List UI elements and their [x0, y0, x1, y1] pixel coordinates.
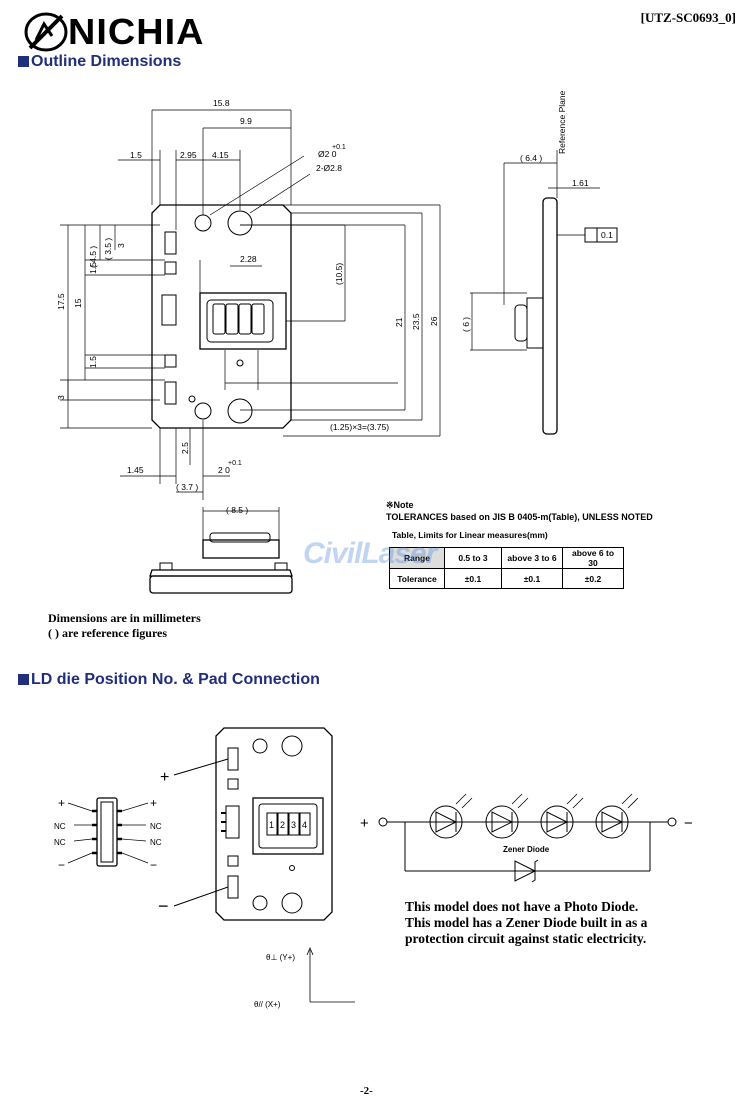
pin-nc-left-2: NC	[54, 838, 66, 847]
dim-21: 21	[394, 317, 404, 327]
table-cell: ±0.1	[444, 568, 502, 589]
tolerance-table: Range 0.5 to 3 above 3 to 6 above 6 to 3…	[389, 547, 624, 589]
dim-3-5: ( 3.5 )	[103, 238, 113, 260]
dim-flatness: 0.1	[601, 230, 613, 240]
dim-hole-2x: 2-Ø2.8	[316, 163, 342, 173]
nichia-logo: NICHIA	[22, 10, 232, 54]
dim-1-5: 1.5	[130, 150, 142, 160]
table-cell: Tolerance	[389, 568, 445, 589]
dim-1-45: 1.45	[127, 465, 144, 475]
pin-minus-left: −	[58, 858, 65, 872]
description-line-3: protection circuit against static electr…	[405, 931, 647, 946]
section-bullet-icon	[18, 56, 29, 67]
section-bullet-icon	[18, 674, 29, 685]
units-note: Dimensions are in millimeters	[48, 611, 201, 625]
pin-plus-left: +	[58, 796, 65, 810]
pad-connection-drawing: + − + NC NC − + NC NC − 1 2 3 4 + − Zene…	[54, 727, 693, 1009]
circuit-plus: +	[360, 815, 369, 832]
dim-hole-tol: +0.1	[332, 144, 346, 151]
die-number-1: 1	[269, 820, 274, 830]
axis-y-label: θ⊥ (Y+)	[266, 953, 295, 962]
reference-note: ( ) are reference figures	[48, 626, 168, 640]
pin-nc-right-1: NC	[150, 822, 162, 831]
logo-wordmark: NICHIA	[68, 11, 205, 52]
table-cell: ±0.1	[501, 568, 563, 589]
dim-2-95: 2.95	[180, 150, 197, 160]
dim-1-5-vert-2: 1.5	[88, 356, 98, 368]
nichia-logo-icon	[24, 12, 68, 52]
pin-plus-right: +	[150, 796, 157, 810]
table-header-cell: Range	[389, 547, 445, 569]
axis-x-label: θ// (X+)	[254, 1000, 281, 1009]
section-title-ld-die: LD die Position No. & Pad Connection	[18, 671, 320, 689]
dim-3-7: ( 3.7 )	[176, 482, 198, 492]
tolerance-note: TOLERANCES based on JIS B 0405-m(Table),…	[386, 512, 653, 522]
outline-drawing: 15.8 9.9 1.5 2.95 4.15 +0.1 Ø2 0 2-Ø2.8 …	[56, 90, 618, 594]
note-mark: ※Note	[386, 500, 414, 510]
dim-15-8: 15.8	[213, 98, 230, 108]
die-number-4: 4	[302, 820, 307, 830]
dim-15: 15	[73, 298, 83, 308]
pin-nc-right-2: NC	[150, 838, 162, 847]
table-caption: Table, Limits for Linear measures(mm)	[392, 530, 548, 540]
pin-nc-left-1: NC	[54, 822, 66, 831]
watermark: CivilLaser	[303, 537, 437, 570]
dim-4-5: ( 4.5 )	[88, 246, 98, 268]
dim-2-0-tol: +0.1	[228, 460, 242, 467]
dim-pitch: (1.25)×3=(3.75)	[330, 422, 389, 432]
dim-2-0: 2 0	[218, 465, 230, 475]
table-header-row: Range 0.5 to 3 above 3 to 6 above 6 to 3…	[389, 547, 624, 569]
description-line-1: This model does not have a Photo Diode.	[405, 899, 639, 914]
dim-1-61: 1.61	[572, 178, 589, 188]
dim-6: ( 6 )	[461, 317, 471, 332]
dim-6-4: ( 6.4 )	[520, 153, 542, 163]
reference-plane-label: Reference Plane	[557, 90, 567, 154]
dim-4-15: 4.15	[212, 150, 229, 160]
table-header-cell: 0.5 to 3	[444, 547, 502, 569]
table-cell: ±0.2	[562, 568, 624, 589]
dim-10-5: (10.5)	[334, 263, 344, 285]
table-header-cell: above 6 to 30	[562, 547, 624, 569]
dim-3-bottom: 3	[56, 395, 66, 400]
section-title-outline: Outline Dimensions	[18, 53, 181, 71]
dim-9-9: 9.9	[240, 116, 252, 126]
dim-hole-dia: Ø2 0	[318, 149, 337, 159]
document-id: [UTZ-SC0693_0]	[640, 10, 736, 25]
page-number: -2-	[360, 1085, 373, 1097]
dim-3: 3	[116, 243, 126, 248]
pin-minus-right: −	[150, 858, 157, 872]
zener-diode-label: Zener Diode	[503, 845, 550, 854]
die-number-3: 3	[291, 820, 296, 830]
description-line-2: This model has a Zener Diode built in as…	[405, 915, 648, 930]
table-header-cell: above 3 to 6	[501, 547, 563, 569]
dim-23-5: 23.5	[411, 313, 421, 330]
pad-plus-label: +	[160, 769, 169, 786]
die-number-2: 2	[280, 820, 285, 830]
dim-2-28: 2.28	[240, 254, 257, 264]
dim-26: 26	[429, 316, 439, 326]
circuit-minus: −	[684, 815, 693, 832]
dim-1-5-vert: 1.5	[88, 262, 98, 274]
table-row: Tolerance ±0.1 ±0.1 ±0.2	[389, 568, 624, 589]
dim-2-5: 2.5	[180, 442, 190, 454]
dim-8-5: ( 8.5 )	[226, 505, 248, 515]
description-text: This model does not have a Photo Diode. …	[405, 899, 647, 947]
dim-17-5: 17.5	[56, 293, 66, 310]
pad-minus-label: −	[158, 896, 169, 916]
